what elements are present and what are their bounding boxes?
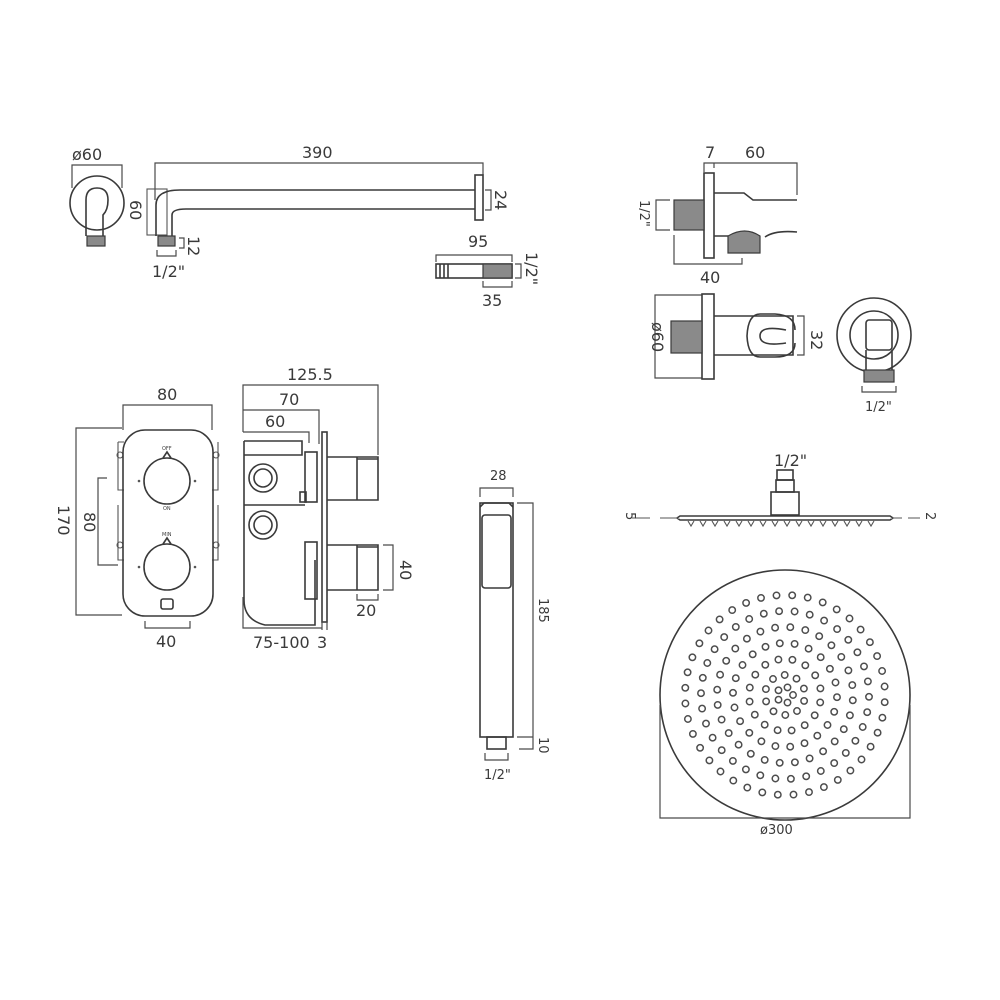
valve-side-drawing: 125.5 70 60 40 20 75-100 3 [242, 365, 415, 652]
bracket-thread-size-label: 1/2" [636, 200, 651, 227]
nozzle-holes [681, 591, 889, 799]
valve-handle-height-label: 40 [396, 560, 415, 580]
valve-front-drawing: 80 170 80 OFF ON MIN 40 [54, 385, 220, 651]
connector-thread-length-label: 35 [482, 291, 502, 310]
head-left-thickness-label: 5 [622, 512, 637, 520]
arm-connector-drawing: 95 1/2" 35 [435, 232, 541, 310]
nozzle-row [687, 520, 875, 528]
valve-height-label: 170 [54, 505, 73, 536]
valve-width-label: 80 [157, 385, 177, 404]
connector-thread-size-label: 1/2" [522, 252, 541, 285]
wall-outlet-front-drawing: 1/2" [836, 297, 912, 415]
hand-shower-length-label: 185 [535, 598, 550, 623]
wall-flange-drawing: ø60 [69, 145, 125, 247]
valve-depth-70-label: 70 [279, 390, 299, 409]
valve-wall-depth-label: 75-100 [253, 633, 310, 652]
hand-shower-drawing: 28 185 10 1/2" [479, 469, 550, 783]
shower-head-side-drawing: 1/2" 5 2 [622, 451, 937, 528]
bracket-depth-label: 60 [745, 143, 765, 162]
shower-head-front-drawing: ø300 [659, 569, 911, 838]
handle-mid-text: ON [163, 506, 171, 512]
connector-length-label: 95 [468, 232, 488, 251]
arm-length-label: 390 [302, 143, 333, 162]
valve-depth-60-label: 60 [265, 412, 285, 431]
bracket-spigot-label: 40 [700, 268, 720, 287]
valve-button-width-label: 40 [156, 632, 176, 651]
shower-arm-drawing: 390 60 24 12 1/2" [126, 143, 510, 281]
hand-shower-thread-length-label: 10 [535, 737, 550, 754]
handle-top-text: OFF [162, 446, 172, 452]
arm-thread-height-label: 12 [184, 236, 203, 256]
bracket-front-thread-label: 1/2" [865, 400, 892, 415]
head-diameter-label: ø300 [760, 823, 793, 838]
head-right-thickness-label: 2 [922, 512, 937, 520]
arm-flange-label: 24 [491, 190, 510, 210]
wall-outlet-top-drawing: ø60 32 [648, 293, 826, 380]
bracket-flange-diameter-label: ø60 [648, 322, 667, 352]
head-connector-label: 1/2" [774, 451, 807, 470]
valve-plate-label: 3 [317, 633, 327, 652]
hand-shower-width-label: 28 [490, 469, 507, 484]
valve-handle-depth-label: 20 [356, 601, 376, 620]
valve-centres-label: 80 [80, 512, 99, 532]
arm-height-label: 60 [126, 200, 145, 220]
hand-shower-thread-size-label: 1/2" [484, 768, 511, 783]
arm-thread-size-label: 1/2" [152, 262, 185, 281]
bracket-flange-thickness-label: 7 [705, 143, 715, 162]
bracket-holder-width-label: 32 [807, 330, 826, 350]
valve-overall-depth-label: 125.5 [287, 365, 333, 384]
wall-flange-diameter-label: ø60 [72, 145, 102, 164]
handle-bottom-text: MIN [162, 532, 172, 538]
wall-outlet-side-drawing: 7 60 1/2" 40 [636, 143, 798, 287]
